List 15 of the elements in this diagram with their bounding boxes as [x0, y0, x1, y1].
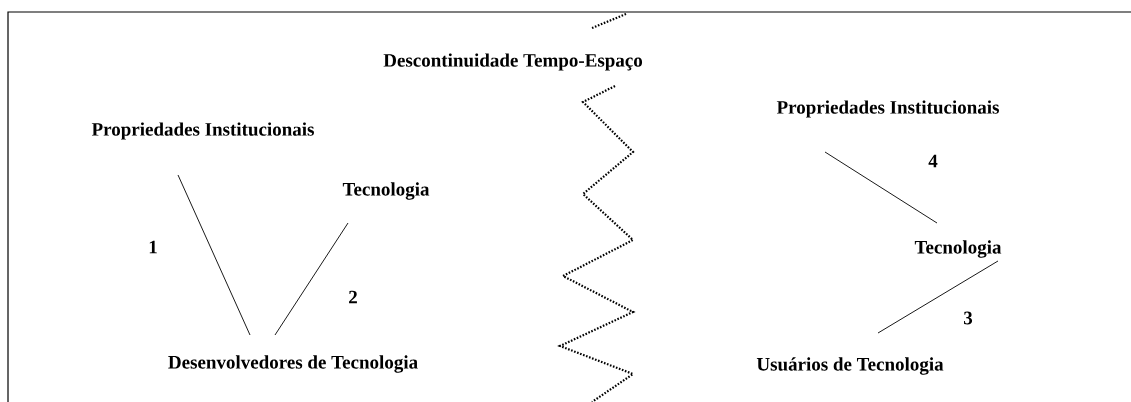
- node-label: Propriedades Institucionais: [776, 100, 999, 118]
- connector-line: [177, 174, 251, 336]
- edge-label: 2: [349, 290, 357, 304]
- node-label: Desenvolvedores de Tecnologia: [168, 355, 418, 373]
- node-label: Propriedades Institucionais: [91, 122, 314, 140]
- node-label: Tecnologia: [342, 182, 430, 200]
- node-label: Usuários de Tecnologia: [756, 357, 944, 375]
- title: Descontinuidade Tempo-Espaço: [383, 53, 643, 71]
- node-label: Tecnologia: [914, 240, 1002, 258]
- connector-line: [824, 151, 938, 224]
- edge-label: 1: [149, 240, 157, 254]
- edge-label: 4: [928, 154, 938, 168]
- connector-line: [274, 222, 349, 336]
- connector-line: [877, 260, 999, 334]
- edge-label: 3: [964, 311, 973, 325]
